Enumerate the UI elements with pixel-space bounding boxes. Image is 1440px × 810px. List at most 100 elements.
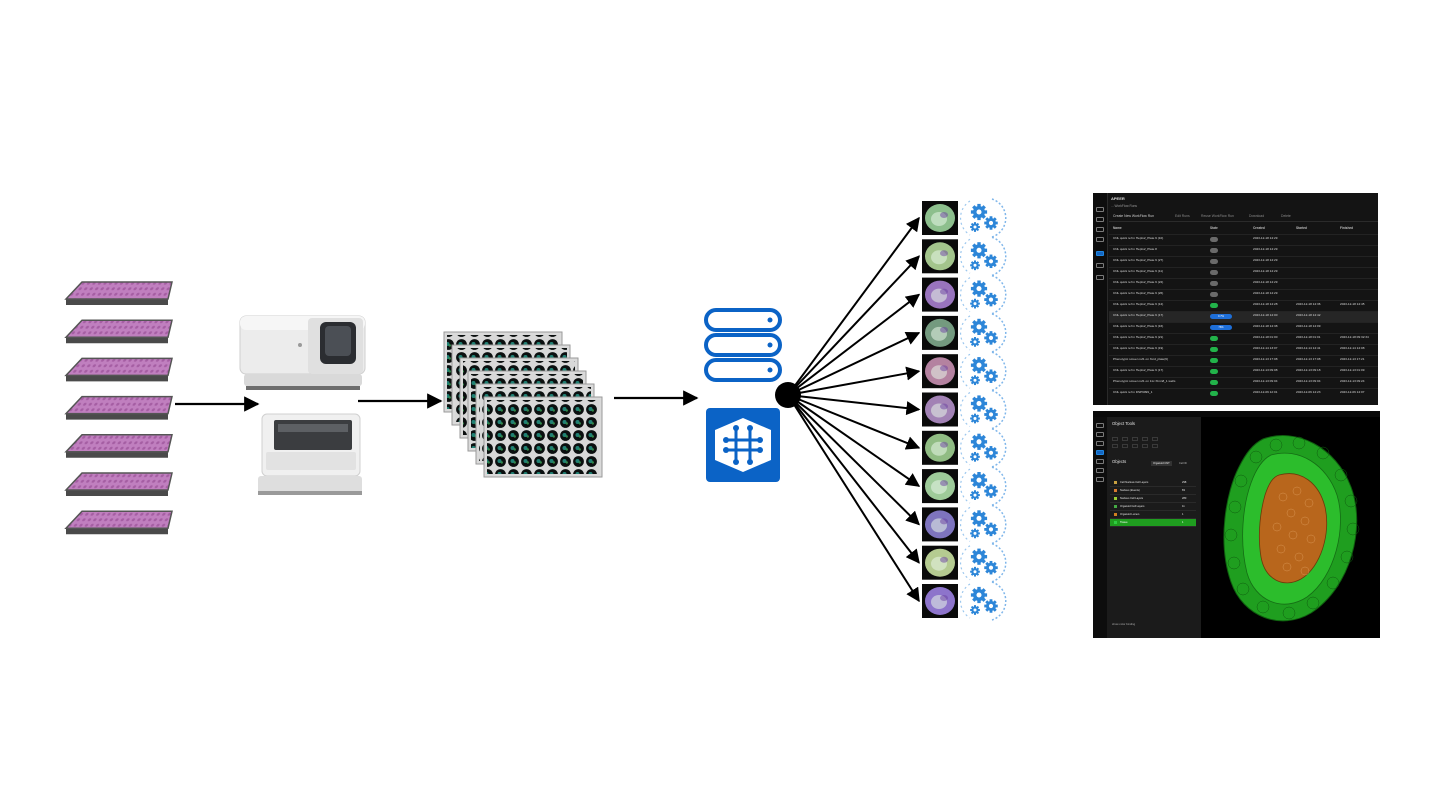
table-row[interactable]: CNL quick ref in HepG2_Plate 9 (26)2023-… [1109, 289, 1378, 301]
organoid-thumbnail [922, 239, 958, 274]
col-finished[interactable]: Finished [1340, 226, 1354, 230]
status-badge [1210, 347, 1218, 352]
color-swatch [1114, 481, 1117, 484]
run-created: 2023-12-18 14:29 [1253, 280, 1278, 284]
tool-grid[interactable] [1112, 437, 1196, 451]
status-badge [1210, 292, 1218, 297]
fanout-arrow [787, 366, 921, 396]
create-run-button[interactable]: Create New WorkFlow Run [1113, 214, 1155, 218]
table-row[interactable]: CNL quick ref in HepG2_Plate 9 (17)2023-… [1109, 366, 1378, 378]
organoid-segmentation-view [1201, 417, 1380, 638]
run-created: 2023-12-18 14:29 [1253, 247, 1278, 251]
run-name: CNL quick ref in HepG2_Plate 9 (10) [1113, 236, 1164, 240]
table-row[interactable]: Phenotypic screen ref1 on 11x Xlmn8_1 we… [1109, 377, 1378, 389]
organoid-thumbnail [922, 507, 958, 542]
fanout-arrow [787, 394, 920, 526]
object-tools-sidebar: Object Tools Objects Organoid CNT Cell I… [1107, 417, 1202, 638]
col-started[interactable]: Started [1296, 226, 1307, 230]
col-name[interactable]: Name [1113, 226, 1122, 230]
run-created: 2023-12-13 09:08 [1253, 368, 1278, 372]
run-started: 2023-12-13 09:18 [1296, 368, 1321, 372]
table-row[interactable]: Phenotypic screen ref1 on 3xrd_plate(6)2… [1109, 355, 1378, 367]
run-created: 2023-12-18 14:29 [1253, 258, 1278, 262]
status-badge [1210, 391, 1218, 396]
object-count: 298 [1182, 480, 1187, 484]
delete-button[interactable]: Delete [1281, 214, 1291, 218]
run-name: CNL quick ref in HepG2_Plate 9 (12) [1113, 302, 1164, 306]
run-name: CNL quick ref in HepG2_Plate 9 (11) [1113, 269, 1164, 273]
run-name: CNL quick ref in HepG2_Plate 9 (22) [1113, 280, 1164, 284]
distribution-hub-icon [775, 382, 801, 408]
multiwell-plate-icon [64, 281, 173, 305]
fanout-arrow [787, 394, 920, 603]
col-state[interactable]: State [1210, 226, 1218, 230]
table-row[interactable]: CNL quick ref in HepG2_Plate 9 (17) 0.7% 2… [1109, 311, 1378, 323]
segmentation-canvas [1223, 435, 1360, 622]
gear-processing-icon [960, 389, 1007, 430]
table-row[interactable]: CNL quick ref in HepG2_Plate 9 (12) 2023-… [1109, 300, 1378, 312]
status-badge [1210, 358, 1218, 363]
color-swatch [1114, 521, 1117, 524]
col-created[interactable]: Created [1253, 226, 1265, 230]
run-started: 2023-12-13 09:04 [1296, 379, 1321, 383]
fanout-arrow [787, 394, 921, 487]
status-badge: 0.7% [1210, 314, 1232, 319]
color-swatch [1114, 497, 1117, 500]
object-list-item[interactable]: Nucleus (Events)83 [1110, 487, 1196, 495]
multiwell-plate-icon [64, 319, 173, 344]
tab-cell-id[interactable]: Cell ID [1179, 462, 1187, 465]
gear-processing-column [960, 198, 1007, 621]
table-row[interactable]: CNL quick ref in HepG2_Plate 9 (27) 2023-… [1109, 256, 1378, 268]
gear-processing-icon [960, 428, 1007, 468]
gear-processing-icon [960, 236, 1007, 277]
reuse-run-button[interactable]: Reuse WorkFlow Run [1201, 214, 1234, 218]
fanout-arrow [787, 255, 920, 396]
runs-toolbar: Create New WorkFlow Run Edit Runs Reuse … [1109, 211, 1378, 222]
multiwell-plate-icon [64, 510, 173, 535]
gear-processing-icon [960, 351, 1007, 391]
object-count: 83 [1182, 488, 1185, 492]
gear-processing-icon [960, 274, 1007, 315]
run-name: CNL quick ref in HepG2_Plate 9 (21) [1113, 335, 1164, 339]
run-created: 2023-12-18 14:29 [1253, 236, 1278, 240]
edit-runs-button[interactable]: Edit Runs [1175, 214, 1190, 218]
table-row[interactable]: CNL quick ref in HepG2_Plate 9 (16)76%20… [1109, 322, 1378, 334]
tool-rail [1093, 417, 1108, 638]
gear-processing-icon [960, 313, 1007, 353]
run-started: 2023-12-18 14:36 [1296, 302, 1321, 306]
nav-rail [1093, 193, 1108, 405]
status-badge [1210, 303, 1218, 308]
run-finished: 2023-12-18 14:45 [1340, 302, 1365, 306]
status-badge [1210, 270, 1218, 275]
organoid-thumbnail [922, 201, 958, 235]
tab-organoid-cnt[interactable]: Organoid CNT [1151, 461, 1172, 466]
download-button[interactable]: Download [1249, 214, 1265, 218]
run-started: 2023-12-18 14:42 [1296, 313, 1321, 317]
organoid-thumbnail [922, 545, 958, 580]
table-row[interactable]: CNL quick ref in HepG2_Plate 9 (22) 2023-… [1109, 278, 1378, 290]
run-name: CNL quick ref in HepG2_Plate 9 (27) [1113, 258, 1164, 262]
table-row[interactable]: CNL quick ref in HepG2_Plate 9 (10) 2023-… [1109, 234, 1378, 246]
organoid-thumbnail [922, 315, 958, 350]
color-binding-toggle[interactable]: show color binding [1112, 622, 1136, 626]
organoid-thumbnail [922, 430, 958, 465]
color-swatch [1114, 513, 1117, 516]
run-created: 2023-12-18 14:38 [1253, 324, 1278, 328]
table-row[interactable]: CNL quick ref in HepG2_Plate 9 (21) 2023-… [1109, 333, 1378, 345]
table-row[interactable]: CNL quick ref in HepG2_Plate 9 (11)2023-… [1109, 267, 1378, 279]
fanout-arrow [787, 394, 920, 564]
run-name: CNL quick ref in HepG2_Plate 9 (17) [1113, 313, 1164, 317]
status-badge [1210, 259, 1218, 264]
table-row[interactable]: CNL quick ref in HepG2_Plate 9 (19)2023-… [1109, 344, 1378, 356]
object-count: 11 [1182, 504, 1185, 508]
run-started: 2023-12-18 01:01 [1296, 335, 1321, 339]
fanout-arrow [787, 331, 921, 396]
status-badge [1210, 336, 1218, 341]
